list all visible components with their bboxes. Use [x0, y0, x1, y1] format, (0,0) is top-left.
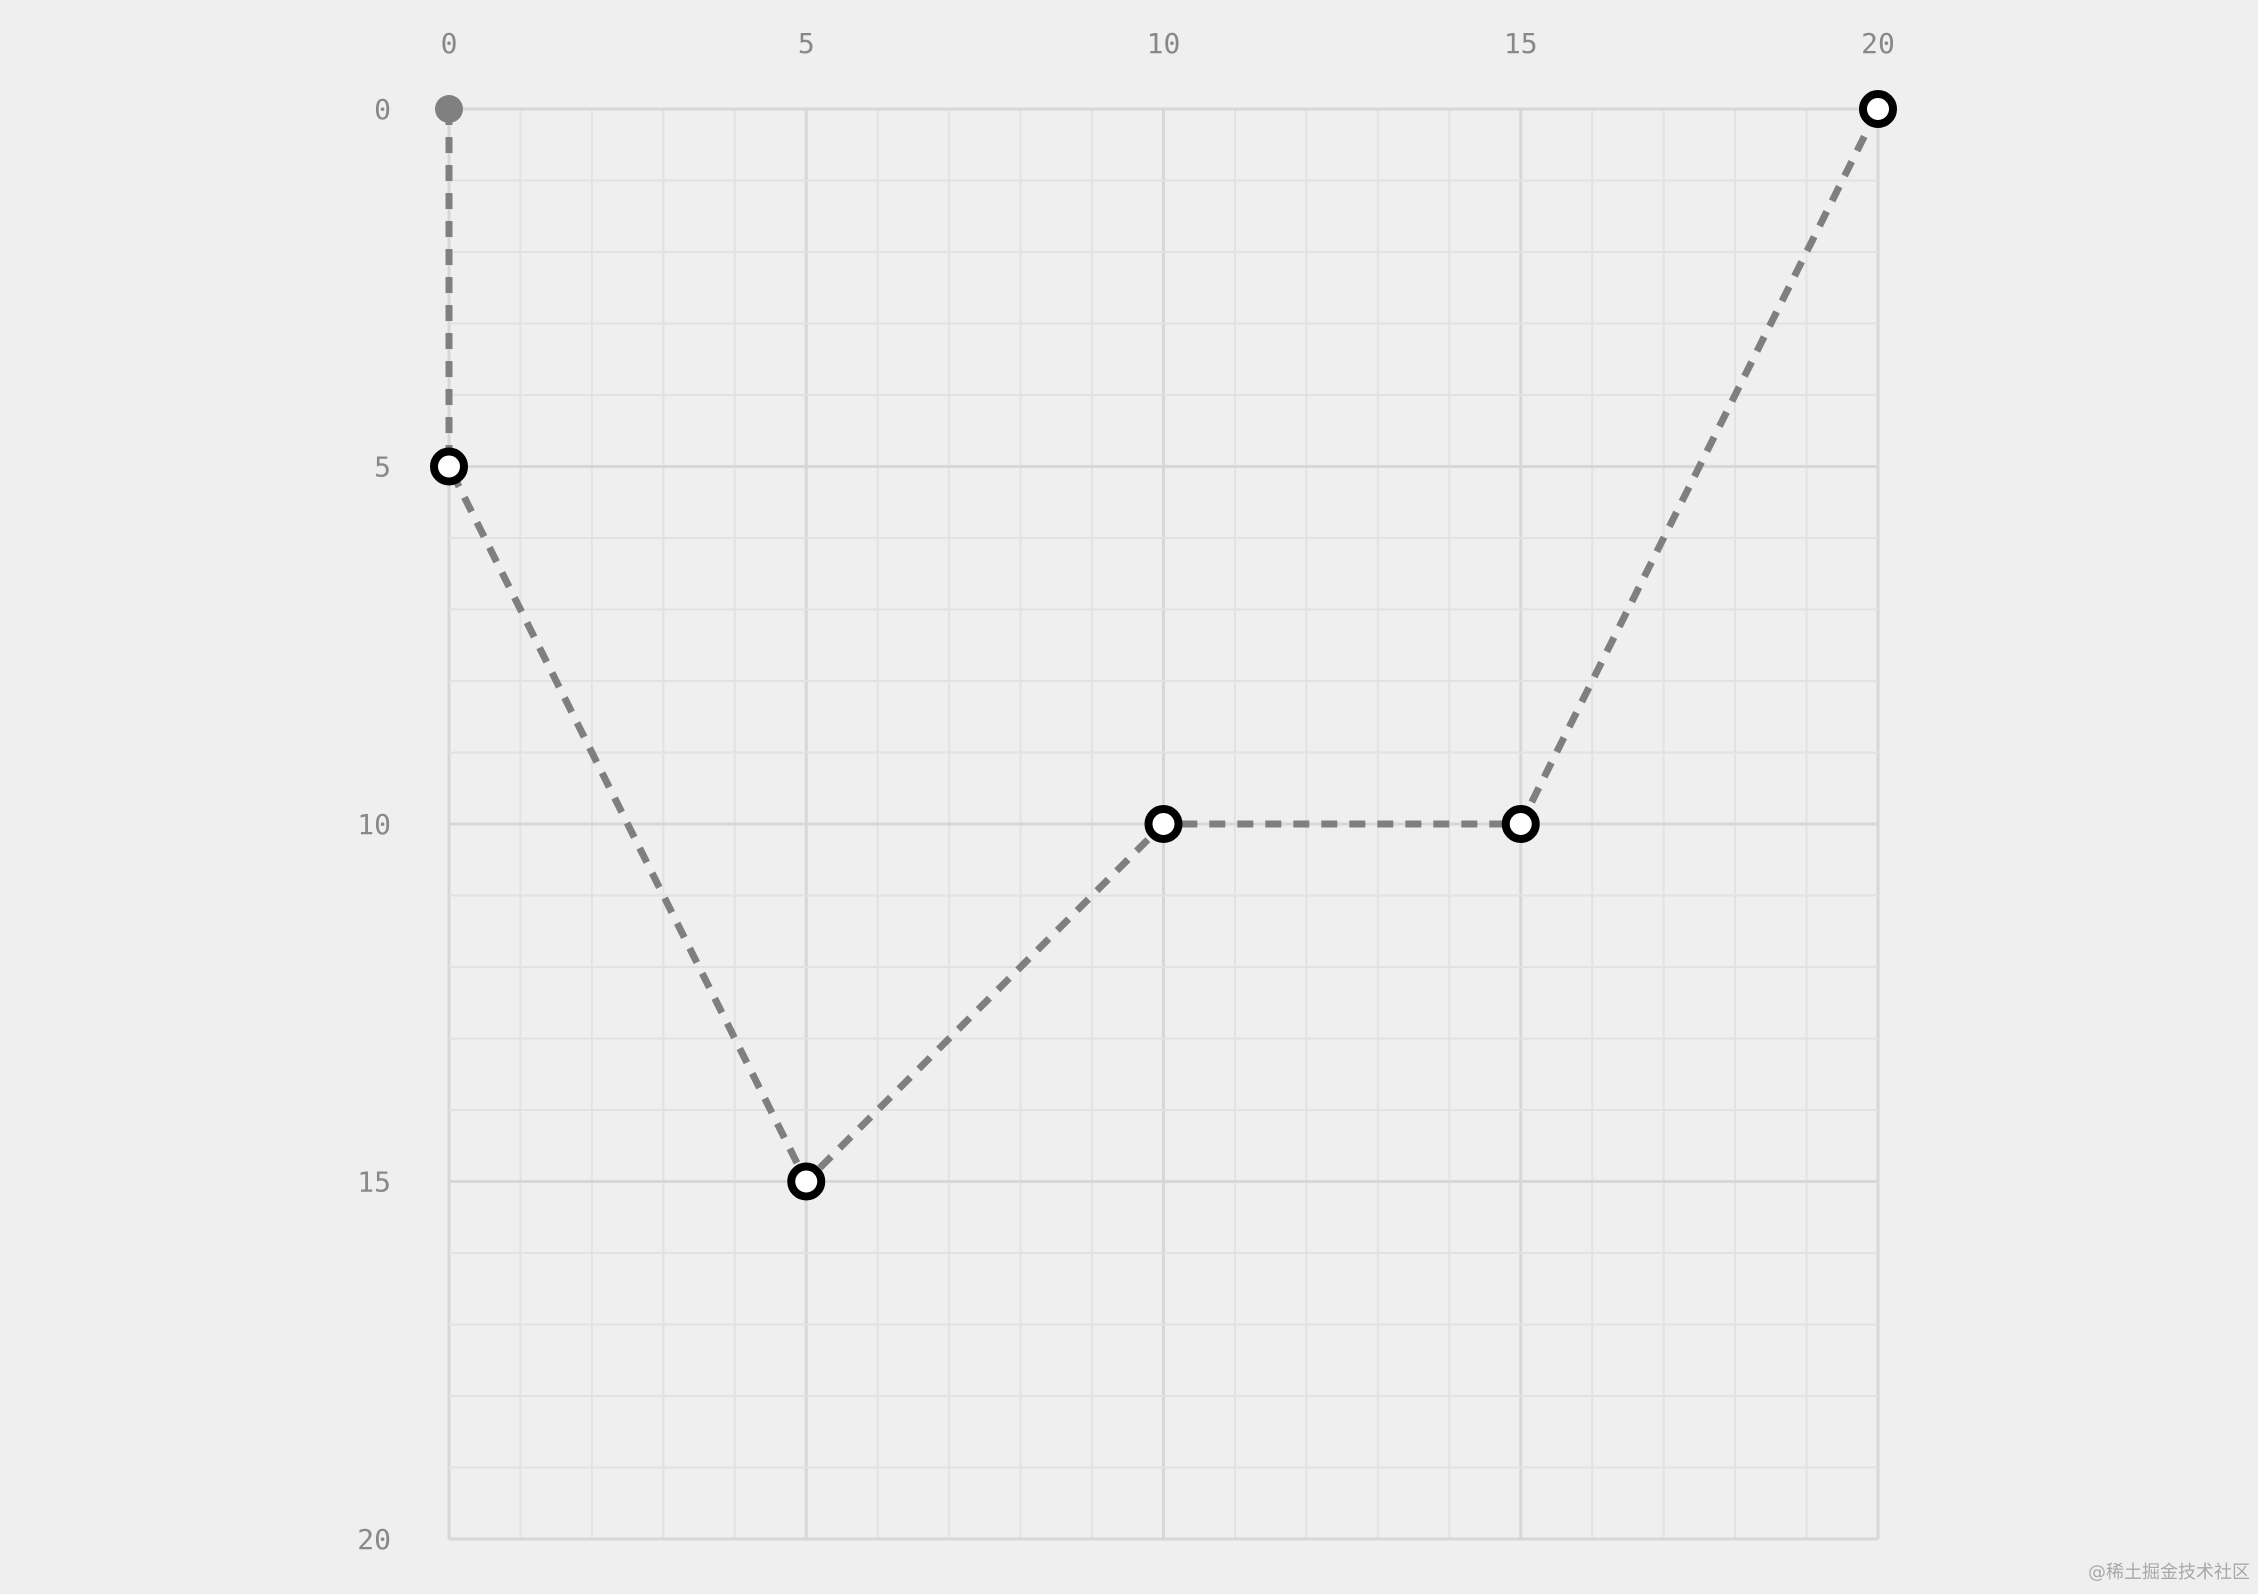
data-point — [787, 1162, 826, 1201]
watermark: @稀土掘金技术社区 — [2088, 1562, 2250, 1583]
y-tick-label: 10 — [357, 808, 391, 841]
x-tick-labels: 0 5 10 15 20 — [441, 27, 1895, 60]
x-tick-label: 5 — [798, 27, 815, 60]
y-tick-label: 0 — [374, 93, 391, 126]
data-point — [430, 447, 468, 486]
y-tick-label: 5 — [374, 451, 391, 484]
x-tick-label: 10 — [1147, 27, 1181, 60]
series-points — [430, 90, 1897, 1201]
data-point — [1501, 805, 1540, 843]
x-tick-label: 20 — [1861, 27, 1895, 60]
y-tick-label: 20 — [357, 1523, 391, 1556]
series-line-path — [445, 107, 1882, 1185]
y-tick-label: 15 — [357, 1166, 391, 1199]
data-point — [1859, 90, 1897, 128]
y-tick-labels: 0 5 10 15 20 — [357, 93, 391, 1556]
x-tick-label: 15 — [1504, 27, 1538, 60]
series-line — [445, 107, 1882, 1185]
x-tick-label: 0 — [441, 27, 458, 60]
data-point — [1144, 805, 1183, 843]
start-point — [435, 95, 463, 123]
